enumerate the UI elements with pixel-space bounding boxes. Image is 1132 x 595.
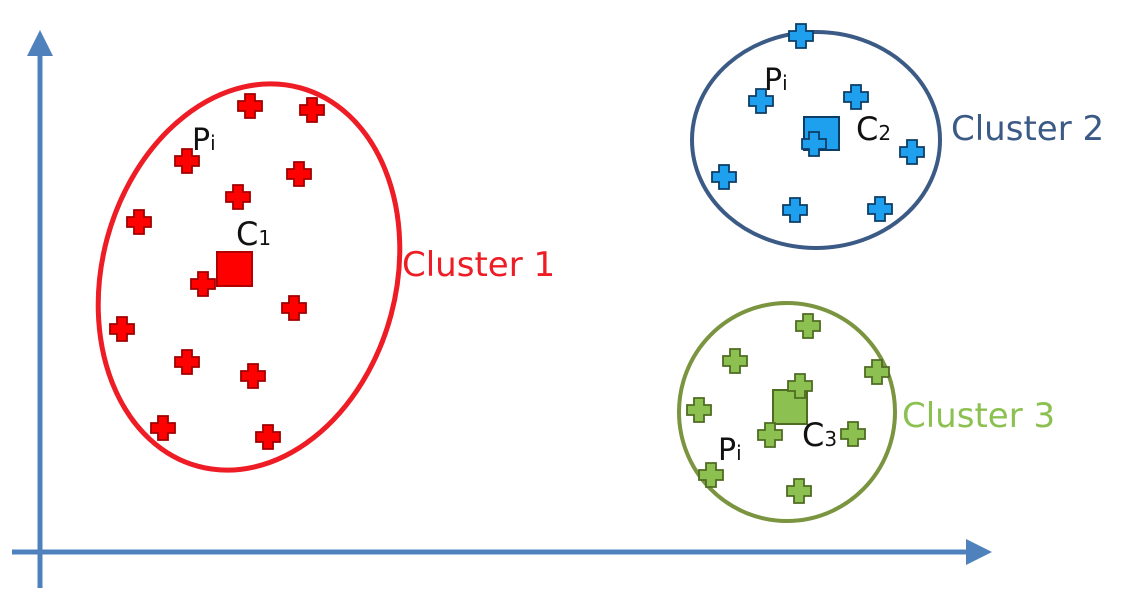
cluster-1-centroid <box>216 251 253 287</box>
c3-point-marker <box>795 313 821 339</box>
cluster-1-boundary <box>95 81 403 473</box>
cluster-1-centroid-label: C1 <box>236 215 271 253</box>
cluster-3: C3 Pi Cluster 3 <box>677 301 1055 523</box>
cluster-2-points <box>711 23 925 223</box>
c3-point-marker <box>786 478 812 504</box>
c1-point-marker <box>174 349 200 375</box>
cluster-2: C2 Pi Cluster 2 <box>690 23 1104 250</box>
c3-point-marker <box>698 462 724 488</box>
cluster-2-point-label: Pi <box>764 63 788 98</box>
c1-point-marker <box>109 316 135 342</box>
c3-point-marker <box>686 397 712 423</box>
c1-point-marker <box>190 271 216 297</box>
c3-point-marker <box>864 359 890 385</box>
c3-point-marker <box>722 348 748 374</box>
cluster-1: C1 Pi Cluster 1 <box>95 81 555 473</box>
c1-point-marker <box>126 209 152 235</box>
c1-point-marker <box>286 161 312 187</box>
cluster-1-label: Cluster 1 <box>402 245 555 285</box>
cluster-2-boundary <box>690 30 942 250</box>
c2-point-marker <box>788 23 814 49</box>
c3-point-marker <box>787 373 813 399</box>
c1-point-marker <box>255 424 281 450</box>
c1-point-marker <box>281 295 307 321</box>
cluster-2-label: Cluster 2 <box>951 109 1104 149</box>
cluster-1-point-label: Pi <box>192 123 216 158</box>
x-axis-arrowhead <box>966 539 992 565</box>
c1-point-marker <box>240 363 266 389</box>
cluster-3-boundary <box>677 301 897 523</box>
c1-point-marker <box>299 97 325 123</box>
cluster-3-point-label: Pi <box>718 433 742 468</box>
c2-point-marker <box>867 196 893 222</box>
c2-point-marker <box>843 84 869 110</box>
cluster-3-centroid-label: C3 <box>802 416 837 454</box>
c2-point-marker <box>711 164 737 190</box>
cluster-3-label: Cluster 3 <box>902 396 1055 436</box>
cluster-3-centroid <box>772 389 808 425</box>
c1-point-marker <box>225 184 251 210</box>
y-axis-arrowhead <box>27 30 53 56</box>
c3-point-marker <box>757 422 783 448</box>
c2-point-marker <box>782 197 808 223</box>
axes <box>12 30 992 588</box>
c1-point-marker <box>174 148 200 174</box>
cluster-2-centroid-label: C2 <box>856 110 891 148</box>
c2-point-marker <box>899 139 925 165</box>
c1-point-marker <box>237 93 263 119</box>
c2-point-marker <box>748 88 774 114</box>
c2-point-marker <box>801 131 827 157</box>
c3-point-marker <box>840 421 866 447</box>
cluster-1-points <box>109 93 325 450</box>
cluster-3-points <box>686 313 890 504</box>
c1-point-marker <box>150 415 176 441</box>
